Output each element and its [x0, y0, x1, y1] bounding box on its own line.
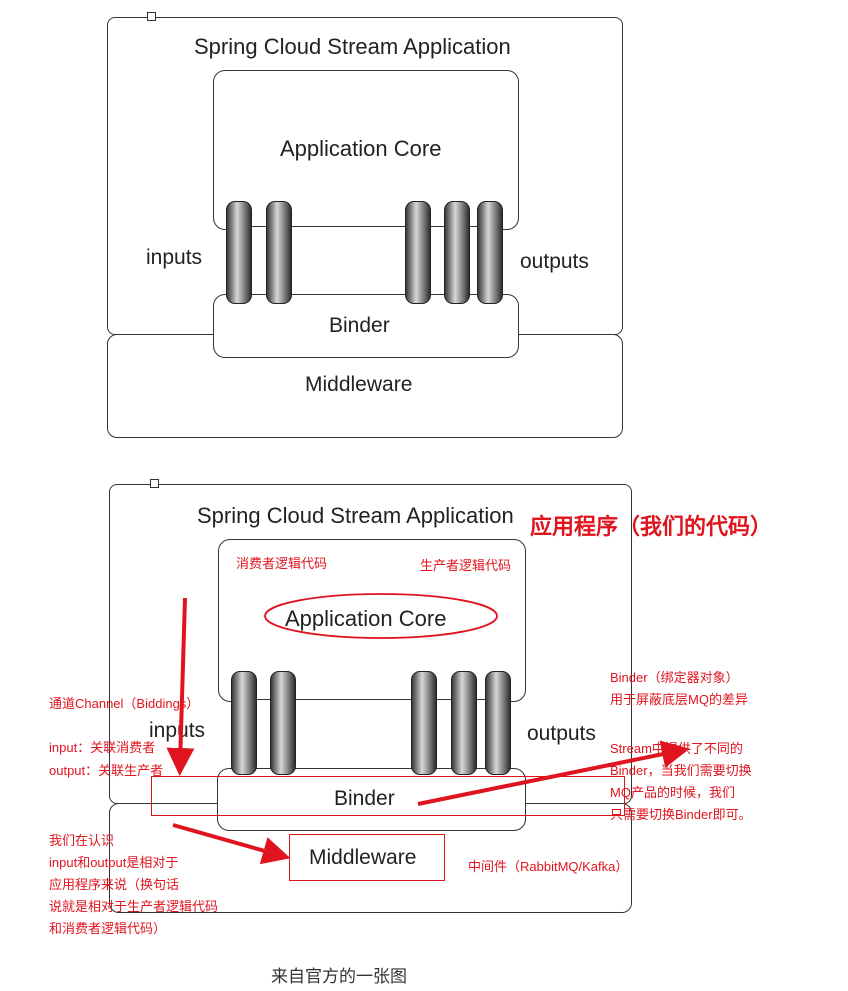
top-output-pipe-1 — [405, 201, 431, 304]
channel-annotation-line-1: 通道Channel（Biddings） — [49, 696, 200, 711]
relative-annotation-line-4: 说就是相对于生产者逻辑代码 — [49, 899, 219, 914]
channel-annotation-line-3: output：关联生产者 — [49, 763, 164, 778]
bottom-input-pipe-1 — [231, 671, 257, 775]
binder-annotation-line-2: 用于屏蔽底层MQ的差异 — [610, 692, 748, 707]
bottom-core-label: Application Core — [285, 606, 447, 631]
binder-highlight-rect — [151, 776, 625, 816]
stream-annotation: Stream中提供了不同的 Binder，当我们需要切换 MQ产品的时候，我们 … — [610, 738, 752, 826]
top-input-pipe-2 — [266, 201, 292, 304]
bottom-input-pipe-2 — [270, 671, 296, 775]
bottom-app-label: Spring Cloud Stream Application — [197, 503, 514, 528]
producer-logic-annotation: 生产者逻辑代码 — [420, 558, 512, 573]
arrow-to-middleware — [172, 823, 291, 865]
bottom-binder-label: Binder — [334, 787, 395, 810]
bottom-output-pipe-2 — [451, 671, 477, 775]
core-highlight-ellipse — [264, 593, 498, 639]
stream-annotation-line-2: Binder，当我们需要切换 — [610, 763, 752, 778]
relative-annotation: 我们在认识 input和output是相对于 应用程序来说（换句话 说就是相对于… — [49, 830, 218, 940]
binder-annotation-line-1: Binder（绑定器对象） — [610, 670, 739, 685]
top-core-box — [213, 70, 519, 230]
stream-annotation-line-3: MQ产品的时候，我们 — [610, 785, 735, 800]
top-output-pipe-2 — [444, 201, 470, 304]
binder-annotation: Binder（绑定器对象） 用于屏蔽底层MQ的差异 — [610, 667, 748, 711]
top-input-pipe-1 — [226, 201, 252, 304]
bottom-inputs-label: inputs — [149, 719, 206, 742]
bottom-outputs-label: outputs — [527, 722, 596, 745]
consumer-logic-annotation: 消费者逻辑代码 — [236, 556, 328, 571]
app-program-annotation: 应用程序（我们的代码） — [530, 514, 773, 539]
top-middleware-label: Middleware — [305, 373, 413, 396]
relative-annotation-line-2: input和output是相对于 — [49, 855, 179, 870]
figure-caption: 来自官方的一张图 — [271, 967, 407, 986]
stream-annotation-line-1: Stream中提供了不同的 — [610, 741, 743, 756]
top-corner-handle — [147, 12, 156, 21]
top-inputs-label: inputs — [146, 246, 203, 269]
channel-annotation-line-2: input：关联消费者 — [49, 740, 156, 755]
bottom-middleware-label: Middleware — [309, 846, 417, 869]
bottom-output-pipe-3 — [485, 671, 511, 775]
arrow-to-stream-note — [417, 740, 690, 806]
top-core-label: Application Core — [280, 136, 442, 161]
bottom-binder-box — [217, 768, 526, 831]
arrow-down-to-inputs — [166, 597, 195, 776]
top-app-label: Spring Cloud Stream Application — [194, 34, 511, 59]
relative-annotation-line-1: 我们在认识 — [49, 833, 115, 848]
bottom-corner-handle — [150, 479, 159, 488]
middleware-annotation: 中间件（RabbitMQ/Kafka） — [468, 859, 629, 874]
relative-annotation-line-3: 应用程序来说（换句话 — [49, 877, 180, 892]
stream-annotation-line-4: 只需要切换Binder即可。 — [610, 807, 752, 822]
top-output-pipe-3 — [477, 201, 503, 304]
top-outputs-label: outputs — [520, 250, 589, 273]
bottom-output-pipe-1 — [411, 671, 437, 775]
top-binder-box — [213, 294, 519, 358]
top-binder-label: Binder — [329, 314, 390, 337]
relative-annotation-line-5: 和消费者逻辑代码） — [49, 921, 167, 936]
